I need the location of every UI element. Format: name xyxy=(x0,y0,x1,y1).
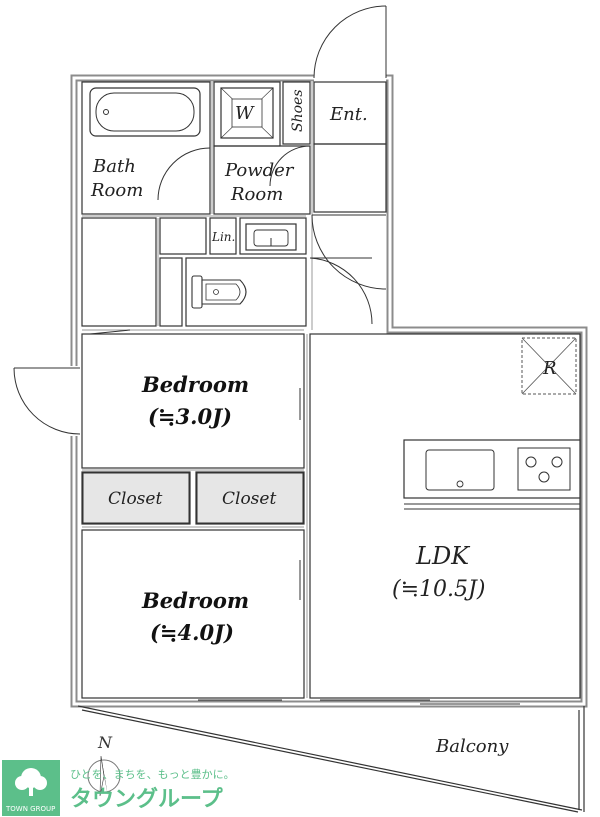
powder-room-label-2: Room xyxy=(230,184,283,205)
door-swings xyxy=(13,5,387,435)
tree-icon xyxy=(15,768,47,796)
balcony-outline xyxy=(77,705,585,813)
town-group-logo: TOWN GROUP ひとを、まちを、もっと豊かに。 タウングループ xyxy=(2,760,235,816)
closet-1-fill xyxy=(82,472,190,524)
toilet-icon xyxy=(191,275,247,309)
powder-room-label-1: Powder xyxy=(224,160,295,181)
closet-2-label: Closet xyxy=(222,489,276,509)
logo-mark-label: TOWN GROUP xyxy=(5,805,55,813)
compass-north-label: N xyxy=(97,733,113,752)
bedroom-2-size: (≒4.0J) xyxy=(150,620,234,645)
bedroom-1-size: (≒3.0J) xyxy=(148,404,232,429)
logo-brand: タウングループ xyxy=(70,786,224,812)
closet-1-label: Closet xyxy=(108,489,162,509)
bedroom-1-label: Bedroom xyxy=(141,372,249,397)
kitchen-counter-icon xyxy=(403,439,581,510)
ldk-label: LDK xyxy=(415,542,471,570)
bathtub-icon xyxy=(89,87,201,137)
bath-room-label-1: Bath xyxy=(92,156,136,177)
wash-basin-icon xyxy=(245,223,297,251)
closet-2-fill xyxy=(196,472,304,524)
fridge-label: R xyxy=(542,358,557,379)
washer-label: W xyxy=(235,103,255,124)
shoes-label: Shoes xyxy=(290,89,306,132)
bath-room-label-2: Room xyxy=(90,180,143,201)
linen-label: Lin. xyxy=(211,230,235,244)
logo-tagline: ひとを、まちを、もっと豊かに。 xyxy=(70,768,235,781)
ldk-size: (≒10.5J) xyxy=(392,577,485,602)
interior-walls xyxy=(81,81,581,699)
entrance-label: Ent. xyxy=(329,104,368,125)
fridge-icon xyxy=(521,337,577,395)
north-compass-icon: N xyxy=(87,733,121,797)
washer-icon xyxy=(220,87,274,139)
bedroom-2-label: Bedroom xyxy=(141,588,249,613)
balcony-label: Balcony xyxy=(435,736,509,757)
